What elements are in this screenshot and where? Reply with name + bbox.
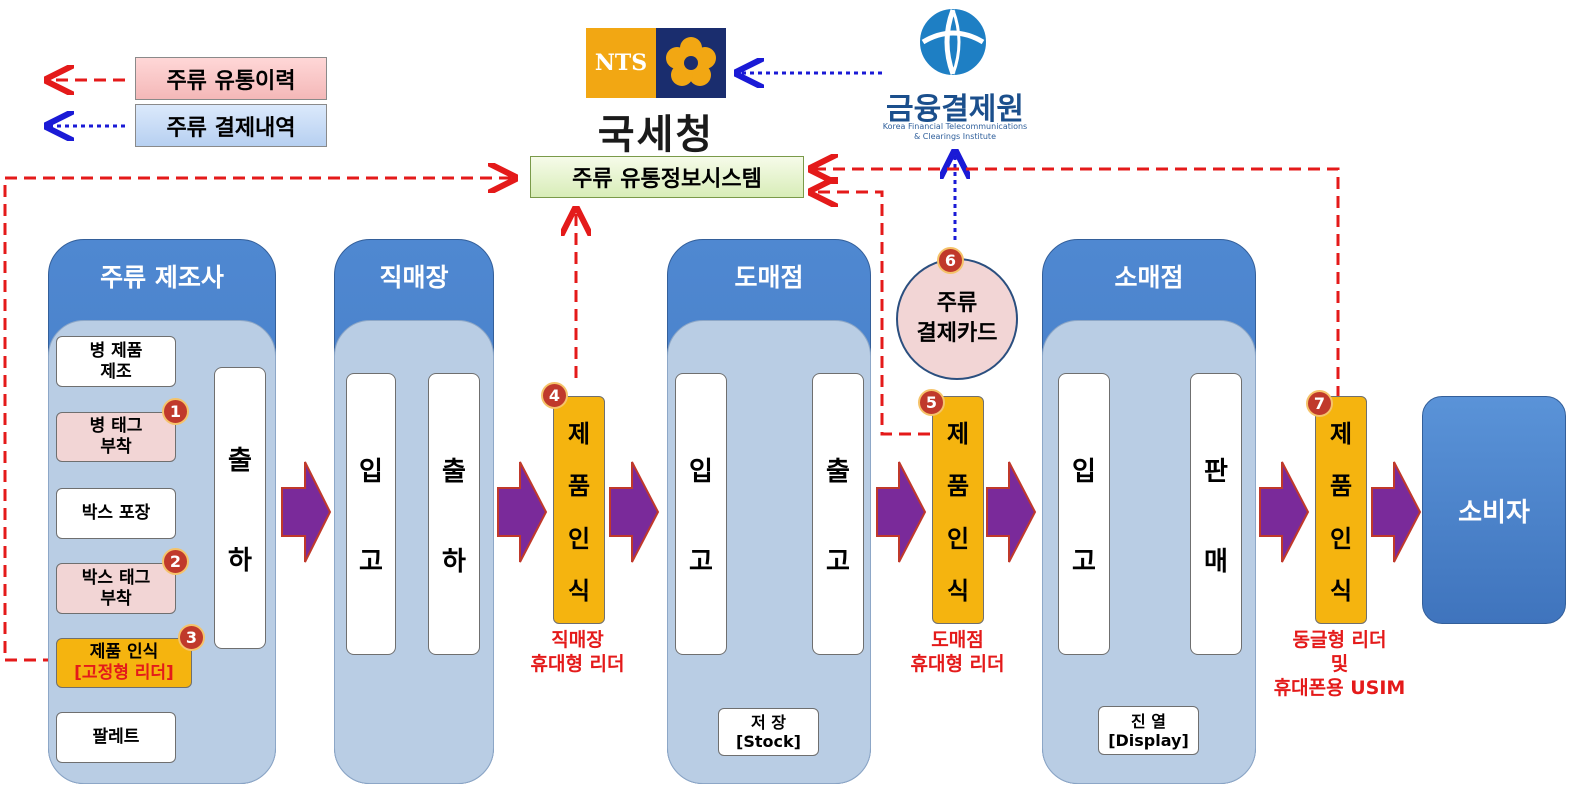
fixed-reader-label: [고정형 리더] xyxy=(74,663,174,683)
kftc-globe-icon xyxy=(915,4,991,80)
kftc-sub-line1: Korea Financial Telecommunications xyxy=(882,122,1028,131)
bottle-tag-step: 병 태그 부착 xyxy=(56,412,176,462)
badge-1: 1 xyxy=(162,398,189,425)
receiving-char: 입 xyxy=(1072,456,1096,487)
recognition-char: 식 xyxy=(1329,577,1353,606)
sell-char: 판 xyxy=(1204,456,1228,487)
kftc-name: 금융결제원 xyxy=(886,92,1024,127)
receiving-char: 고 xyxy=(689,546,713,577)
badge-4: 4 xyxy=(541,382,568,409)
direct-store-title: 직매장 xyxy=(379,263,449,292)
direct-store-reader-label: 직매장 휴대형 리더 xyxy=(530,629,625,675)
product-recognition-step: 제품 인식 [고정형 리더] xyxy=(56,638,192,688)
plum-flower-icon xyxy=(656,28,726,98)
retail-selling: 판 매 xyxy=(1190,373,1242,655)
ship-char: 출 xyxy=(826,456,850,487)
legend-payment: 주류 결제내역 xyxy=(135,104,327,147)
ship-char: 하 xyxy=(442,546,466,577)
wholesale-to-system-arrow xyxy=(814,192,930,436)
wholesale-receiving: 입 고 xyxy=(675,373,727,655)
wholesale-recognition: 제 품 인 식 xyxy=(932,396,984,624)
retail-title: 소매점 xyxy=(1114,263,1184,292)
retail-display: 진 열 [Display] xyxy=(1098,706,1199,755)
recognition-char: 제 xyxy=(567,419,591,448)
recognition-char: 품 xyxy=(946,472,970,501)
manufacturer-shipping: 출 하 xyxy=(214,367,266,649)
ship-char: 하 xyxy=(228,545,252,576)
direct-store-receiving: 입 고 xyxy=(346,373,396,655)
nts-title: 국세청 xyxy=(597,112,715,158)
ship-char: 고 xyxy=(826,546,850,577)
recognition-char: 품 xyxy=(1329,472,1353,501)
retail-to-system-arrow xyxy=(814,169,1340,398)
receiving-char: 입 xyxy=(359,456,383,487)
big-flow-arrows xyxy=(281,461,1422,563)
consumer-box: 소비자 xyxy=(1422,396,1566,624)
wholesale-reader-label: 도매점 휴대형 리더 xyxy=(910,629,1005,675)
retail-reader-label: 동글형 리더 및 휴대폰용 USIM xyxy=(1273,629,1406,699)
wholesale-shipping: 출 고 xyxy=(812,373,864,655)
badge-5: 5 xyxy=(918,389,945,416)
manufacturer-to-system-arrow xyxy=(3,178,512,662)
bottle-manufacture-step: 병 제품 제조 xyxy=(56,336,176,387)
legend-distribution: 주류 유통이력 xyxy=(135,57,327,100)
wholesale-storage: 저 장 [Stock] xyxy=(718,708,819,756)
box-packing-step: 박스 포장 xyxy=(56,488,176,539)
recognition-char: 제 xyxy=(1329,419,1353,448)
ship-char: 출 xyxy=(228,445,252,476)
recognition-char: 식 xyxy=(946,577,970,606)
retail-recognition: 제 품 인 식 xyxy=(1315,396,1367,624)
ship-char: 출 xyxy=(442,456,466,487)
nts-logo-text: NTS xyxy=(586,28,656,98)
consumer-label: 소비자 xyxy=(1458,497,1530,528)
recognition-char: 인 xyxy=(946,524,970,553)
distribution-info-system: 주류 유통정보시스템 xyxy=(530,156,804,198)
badge-6: 6 xyxy=(937,247,964,274)
legend-payment-label: 주류 결제내역 xyxy=(166,115,296,141)
badge-2: 2 xyxy=(162,548,189,575)
retail-receiving: 입 고 xyxy=(1058,373,1110,655)
direct-store-recognition: 제 품 인 식 xyxy=(553,396,605,624)
receiving-char: 고 xyxy=(359,546,383,577)
recognition-label: 제품 인식 xyxy=(89,642,159,662)
wholesale-title: 도매점 xyxy=(734,263,804,292)
box-tag-step: 박스 태그 부착 xyxy=(56,563,176,614)
badge-7: 7 xyxy=(1306,390,1333,417)
receiving-char: 고 xyxy=(1072,546,1096,577)
recognition-char: 인 xyxy=(567,524,591,553)
nts-logo: NTS xyxy=(586,28,726,98)
payment-card-line2: 결제카드 xyxy=(916,321,998,346)
system-label: 주류 유통정보시스템 xyxy=(572,167,762,192)
recognition-char: 품 xyxy=(567,472,591,501)
recognition-char: 인 xyxy=(1329,524,1353,553)
receiving-char: 입 xyxy=(689,456,713,487)
manufacturer-title: 주류 제조사 xyxy=(100,263,224,292)
sell-char: 매 xyxy=(1204,546,1228,577)
kftc-sub-line2: & Clearings Institute xyxy=(913,132,996,141)
badge-3: 3 xyxy=(178,624,205,651)
pallet-step: 팔레트 xyxy=(56,712,176,763)
liquor-payment-card: 주류 결제카드 xyxy=(896,258,1018,380)
recognition-char: 제 xyxy=(946,419,970,448)
recognition-char: 식 xyxy=(567,577,591,606)
direct-store-shipping: 출 하 xyxy=(428,373,480,655)
payment-card-line1: 주류 xyxy=(936,291,978,316)
legend-distribution-label: 주류 유통이력 xyxy=(166,68,296,94)
